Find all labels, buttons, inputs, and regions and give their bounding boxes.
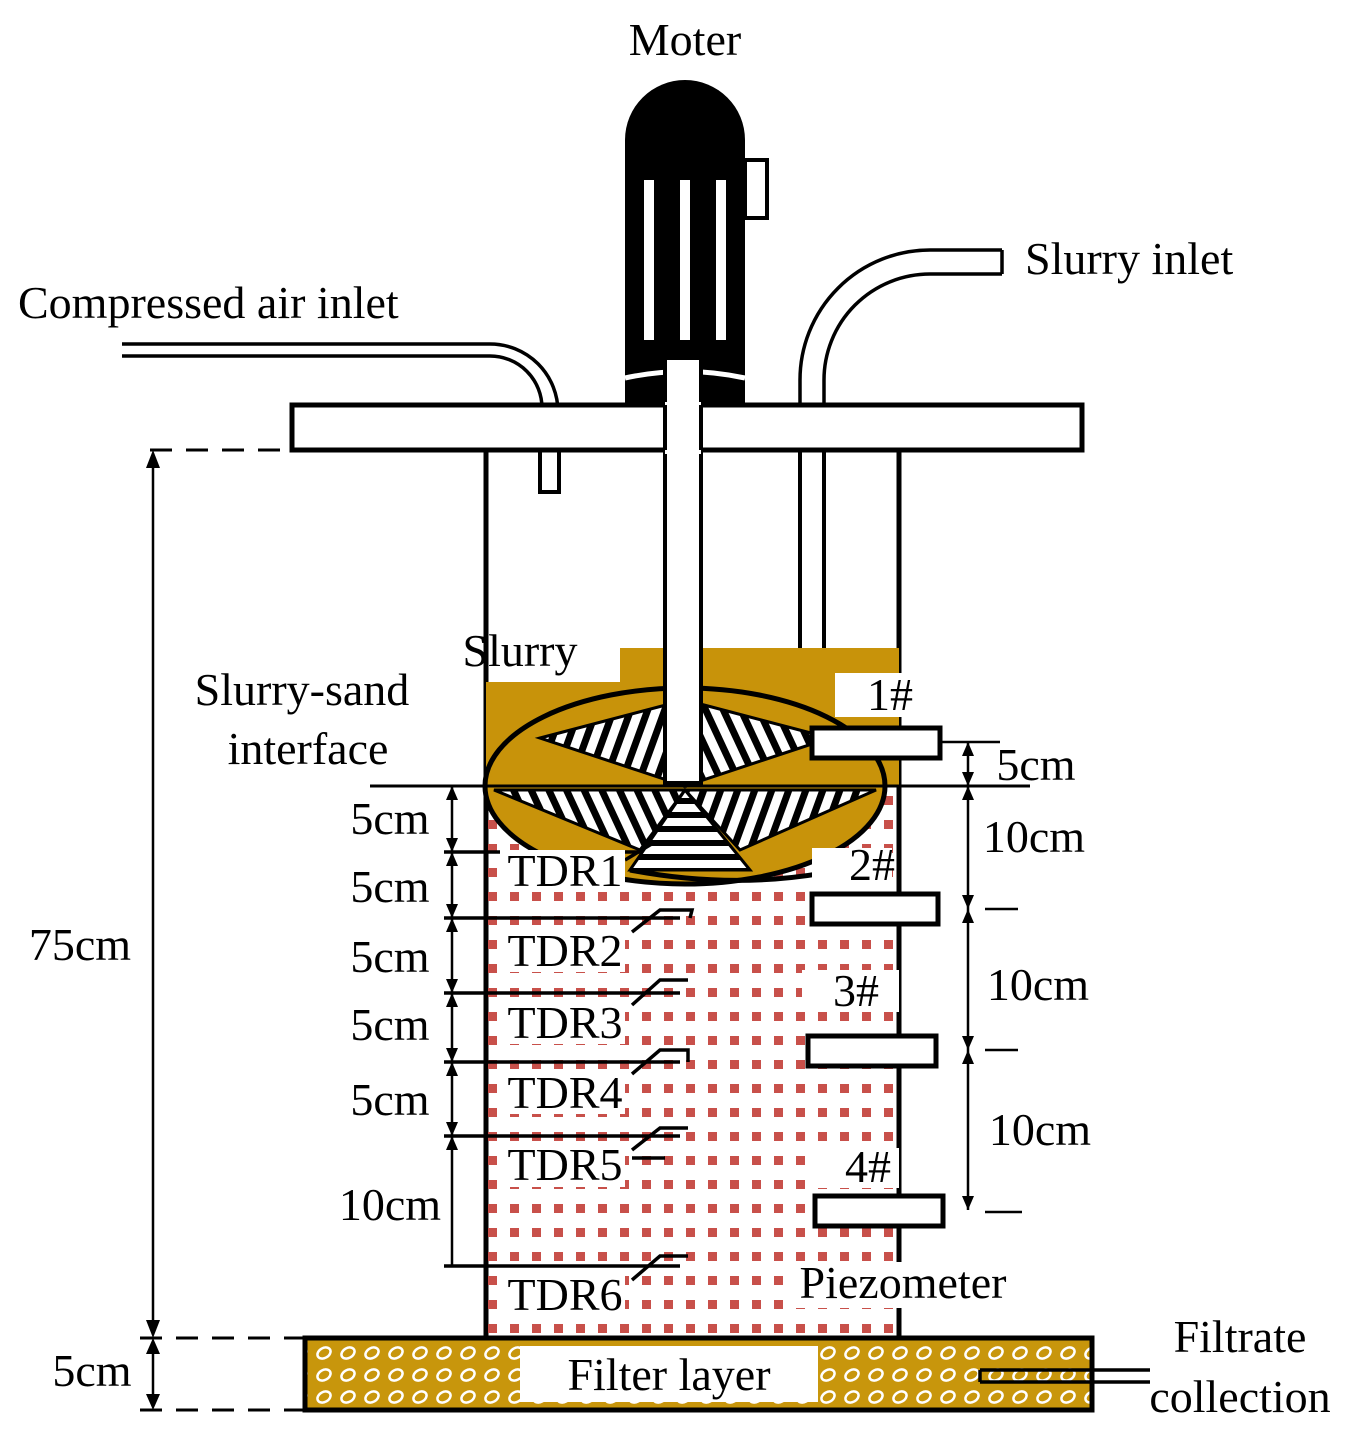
tdr-spacing-6: 10cm [339, 1179, 441, 1230]
piezometer-4-label: 4# [845, 1141, 891, 1192]
tdr6-label-bg [500, 1275, 625, 1317]
interface-label-line1: Slurry-sand [195, 664, 410, 715]
slurry-label: Slurry [463, 625, 578, 676]
motor [624, 80, 769, 405]
tdr3-label: TDR3 [508, 997, 623, 1048]
filter-thickness-label: 5cm [52, 1345, 131, 1396]
tdr3-label-bg [500, 1002, 625, 1044]
tdr-spacing-1: 5cm [350, 793, 429, 844]
tdr4-label: TDR4 [508, 1067, 623, 1118]
piezo-spacing-1: 5cm [996, 739, 1075, 790]
piezo-spacing-2: 10cm [983, 811, 1085, 862]
total-height-label: 75cm [29, 919, 131, 970]
tdr1-label-bg [500, 850, 625, 892]
slurry-inlet-label: Slurry inlet [1025, 233, 1233, 284]
interface-label-line2: interface [228, 723, 389, 774]
slurry-inlet-pipe [798, 248, 1004, 674]
tdr2-label-bg [500, 930, 625, 972]
tdr2-label: TDR2 [508, 925, 623, 976]
piezometer-spacing-dimension [940, 740, 1022, 1214]
tdr-spacing-5: 5cm [350, 1074, 429, 1125]
piezometer-1-label: 1# [867, 669, 913, 720]
filter-layer-label: Filter layer [567, 1349, 770, 1400]
piezometers [802, 673, 946, 1229]
filtrate-pipe [978, 1368, 1150, 1384]
tdr-spacing-2: 5cm [350, 861, 429, 912]
compressed-air-inlet-label: Compressed air inlet [18, 277, 399, 328]
filtrate-label-line1: Filtrate [1174, 1311, 1307, 1362]
tdr4-label-bg [500, 1072, 625, 1114]
piezometer-label: Piezometer [800, 1257, 1007, 1308]
filter-label-box [520, 1346, 818, 1402]
tdr-spacing-3: 5cm [350, 931, 429, 982]
piezometer-label-bg [795, 1262, 1015, 1308]
piezometer-2-label: 2# [849, 839, 895, 890]
tdr1-label: TDR1 [508, 845, 623, 896]
tdr5-label-bg [500, 1145, 625, 1187]
filtrate-label-line2: collection [1149, 1371, 1330, 1422]
motor-label: Moter [629, 14, 741, 65]
piezometer-3-label: 3# [833, 965, 879, 1016]
filter-thickness-dimension [140, 1338, 305, 1412]
piezo-spacing-3: 10cm [987, 959, 1089, 1010]
shaft-lid-gap [665, 402, 701, 454]
tdr-spacing-dimension [446, 786, 458, 1266]
tdr5-label: TDR5 [508, 1139, 623, 1190]
piezo-spacing-4: 10cm [989, 1104, 1091, 1155]
total-height-dimension [140, 448, 305, 1340]
tdr-spacing-4: 5cm [350, 999, 429, 1050]
tdr6-label: TDR6 [508, 1269, 623, 1320]
